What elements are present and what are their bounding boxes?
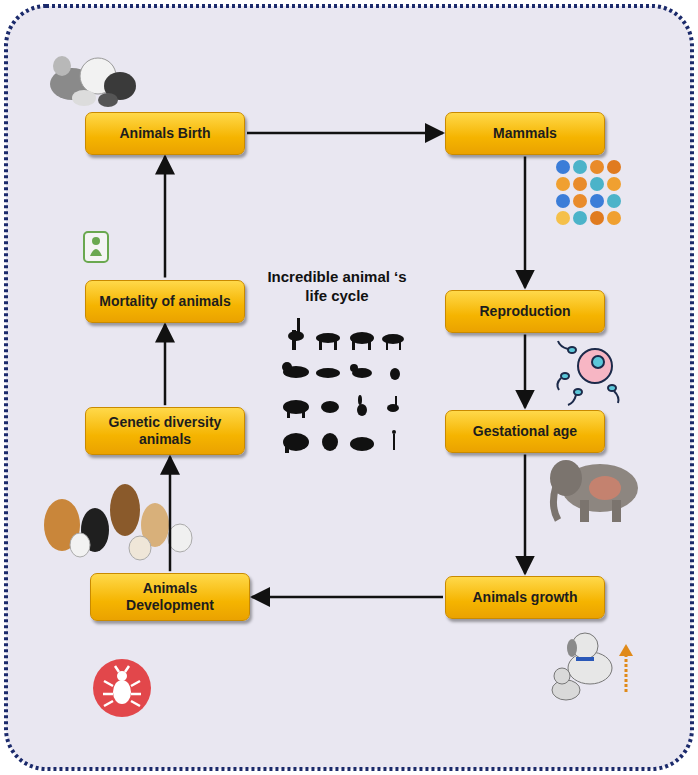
- background-panel: [6, 6, 692, 769]
- box-label: Mammals: [493, 125, 557, 142]
- flow-arrow: [252, 596, 443, 599]
- pets-picture: [50, 56, 136, 107]
- flow-arrow: [524, 455, 527, 574]
- box-label: Mortality of animals: [99, 293, 230, 310]
- centre-title: Incredible animal ‘s life cycle: [262, 268, 412, 306]
- process-box: Genetic diversity animals: [85, 407, 245, 455]
- box-label: Reproduction: [480, 303, 571, 320]
- box-label: Animals growth: [472, 589, 577, 606]
- process-box: Gestational age: [445, 410, 605, 453]
- box-label: Animals Birth: [119, 125, 210, 142]
- process-box: Mortality of animals: [85, 280, 245, 323]
- flow-arrow: [164, 325, 167, 406]
- box-label: Gestational age: [473, 423, 577, 440]
- process-box: Animals growth: [445, 576, 605, 619]
- process-box: Reproduction: [445, 290, 605, 333]
- process-box: Mammals: [445, 112, 605, 155]
- sperm-egg-icon: [557, 341, 618, 405]
- flow-arrow: [524, 335, 527, 408]
- box-label: Genetic diversity animals: [104, 414, 226, 448]
- dogs-growth-icon: [552, 633, 633, 700]
- elephant-picture: [550, 460, 638, 522]
- animal-silhouettes: [282, 318, 404, 453]
- flow-arrow: [164, 157, 167, 278]
- animal-icon-grid: [556, 160, 621, 225]
- box-label: Animals Development: [113, 580, 227, 614]
- process-box: Animals Birth: [85, 112, 245, 155]
- process-box: Animals Development: [90, 573, 250, 621]
- flow-arrow: [524, 157, 527, 288]
- mortality-icon: [84, 232, 108, 262]
- flow-arrow: [169, 457, 172, 571]
- flow-arrow: [247, 132, 443, 135]
- bug-icon: [93, 659, 151, 717]
